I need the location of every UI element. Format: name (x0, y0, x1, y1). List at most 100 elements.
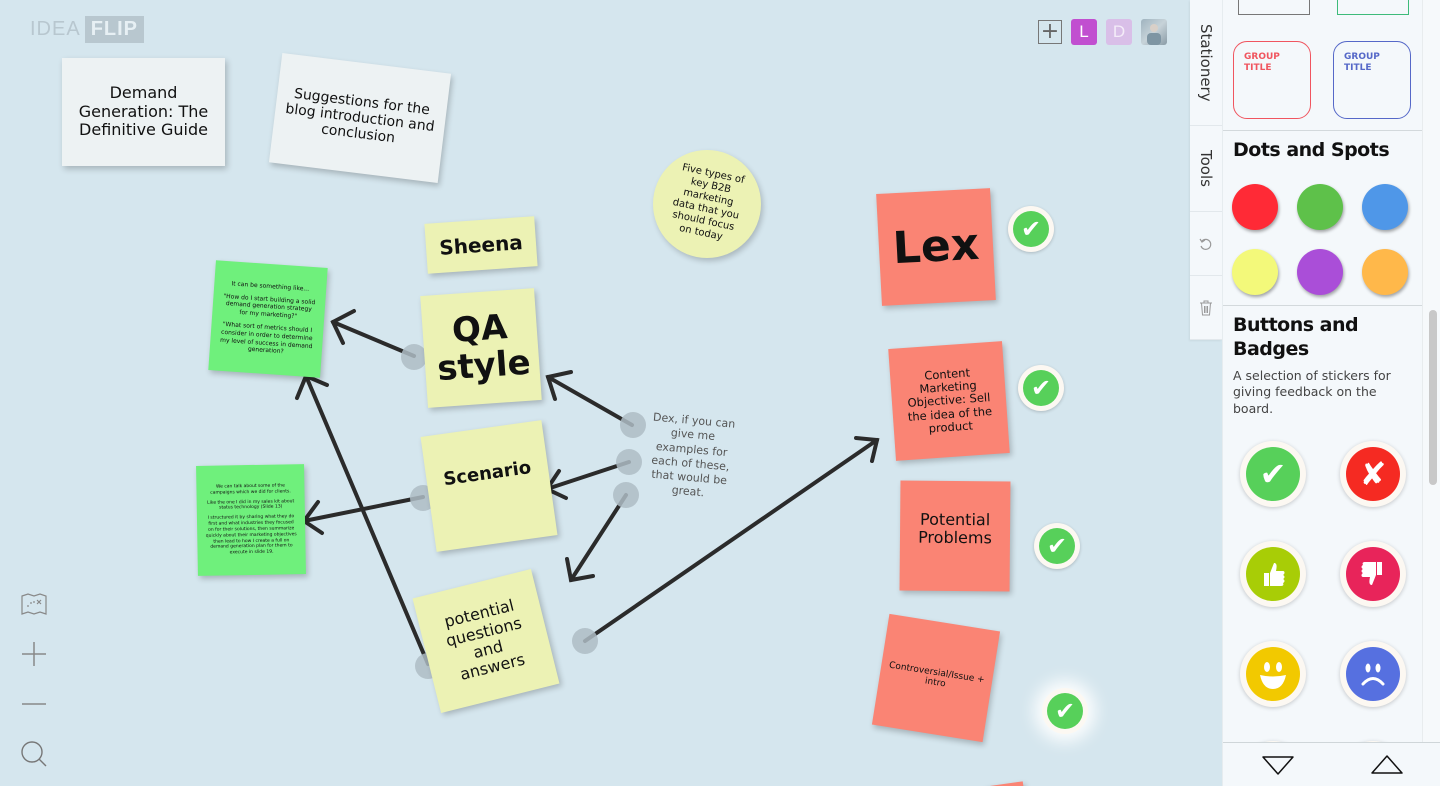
user-photo-icon (1147, 24, 1161, 45)
note-scenario[interactable]: Scenario (420, 420, 558, 552)
map-button[interactable] (20, 590, 48, 618)
arrow-potential-to-green1[interactable] (304, 374, 430, 666)
stationery-section: GROUP TITLE GROUP TITLE (1223, 0, 1423, 131)
sticker-thumbs-down[interactable] (1340, 541, 1406, 607)
comment-text: Dex, if you can give me examples for eac… (650, 410, 736, 500)
dot-blue[interactable] (1362, 184, 1408, 230)
note-text: potential questions and answers (442, 595, 527, 685)
note-text: Sheena (438, 229, 524, 260)
cross-icon: ✘ (1346, 447, 1400, 501)
check-badge[interactable]: ✔ (1008, 206, 1054, 252)
arrow-dex-to-potential[interactable] (569, 493, 628, 582)
zoom-out-button[interactable] (20, 690, 48, 718)
connector-dot[interactable] (613, 482, 639, 508)
happy-face-icon (1246, 647, 1300, 701)
plus-icon: + (1040, 19, 1060, 44)
arrow-content-head (854, 436, 880, 463)
note-text-line: "What sort of metrics should I consider … (219, 320, 313, 356)
trash-icon (1200, 300, 1212, 315)
avatar-initial: D (1112, 22, 1126, 41)
sticker-sad[interactable] (1340, 641, 1406, 707)
check-badge[interactable]: ✔ (1034, 523, 1080, 569)
note-text: Five types of key B2B marketing data tha… (671, 162, 746, 243)
sticker-check[interactable]: ✔ (1240, 441, 1306, 507)
sidebar-tabs: Stationery Tools (1190, 0, 1222, 340)
note-five-types[interactable]: Five types of key B2B marketing data tha… (653, 150, 761, 258)
search-button[interactable] (20, 740, 48, 768)
note-qa-style[interactable]: QA style (420, 288, 542, 408)
note-potential-qa[interactable]: potential questions and answers (412, 568, 560, 714)
avatar-photo[interactable] (1141, 19, 1167, 45)
tab-tools[interactable]: Tools (1190, 126, 1222, 212)
board-toolbar: + L D (1038, 19, 1167, 45)
tab-label: Tools (1197, 150, 1215, 187)
sticker-info[interactable] (1240, 741, 1306, 742)
sticker-happy[interactable] (1240, 641, 1306, 707)
avatar-l[interactable]: L (1071, 19, 1097, 45)
group-blue[interactable]: GROUP TITLE (1333, 41, 1411, 119)
scroll-down-button[interactable] (1258, 751, 1298, 779)
note-suggestions[interactable]: Suggestions for the blog introduction an… (268, 53, 452, 183)
note-controversial[interactable]: Controversial/Issue + intro (871, 613, 1001, 743)
check-badge[interactable]: ✔ (1042, 688, 1088, 734)
tab-label: Stationery (1197, 23, 1215, 102)
frame-gray[interactable] (1238, 0, 1310, 15)
comment-dex[interactable]: Dex, if you can give me examples for eac… (640, 410, 741, 504)
note-green-example-questions[interactable]: It can be something like... "How do I st… (208, 260, 328, 378)
note-partial-offscreen[interactable] (983, 781, 1027, 786)
note-lex[interactable]: Lex (876, 188, 996, 306)
dots-section: Dots and Spots (1223, 139, 1423, 306)
stationery-panel: GROUP TITLE GROUP TITLE Dots and Spots B… (1222, 0, 1440, 786)
undo-button[interactable] (1190, 212, 1222, 276)
whiteboard-canvas[interactable]: IDEA FLIP (0, 0, 1190, 786)
connector-dot[interactable] (572, 628, 598, 654)
connector-dot[interactable] (401, 344, 427, 370)
note-sheena[interactable]: Sheena (424, 216, 538, 274)
note-green-campaigns[interactable]: We can talk about some of the campaigns … (196, 464, 306, 576)
panel-footer (1223, 742, 1440, 786)
dot-green[interactable] (1297, 184, 1343, 230)
thumbs-up-icon (1246, 547, 1300, 601)
checkmark-icon: ✔ (1013, 211, 1049, 247)
delete-button[interactable] (1190, 276, 1222, 340)
zoom-in-button[interactable] (20, 640, 48, 668)
note-text: Lex (891, 218, 981, 274)
dot-orange[interactable] (1362, 249, 1408, 295)
checkmark-icon: ✔ (1023, 370, 1059, 406)
arrow-dex-to-qa[interactable] (546, 375, 634, 427)
note-text-line: "How do I start building a solid demand … (223, 292, 316, 321)
section-description: A selection of stickers for giving feedb… (1233, 367, 1391, 417)
note-content-objective[interactable]: Content Marketing Objective: Sell the id… (888, 341, 1010, 461)
logo-text-idea: IDEA (30, 18, 81, 40)
panel-scroll-track[interactable] (1422, 0, 1440, 742)
group-red[interactable]: GROUP TITLE (1233, 41, 1311, 119)
note-text: QA style (435, 306, 532, 390)
dot-yellow[interactable] (1232, 249, 1278, 295)
scroll-up-button[interactable] (1367, 751, 1407, 779)
note-text-line: We can talk about some of the campaigns … (210, 483, 291, 496)
check-badge[interactable]: ✔ (1018, 365, 1064, 411)
avatar-d[interactable]: D (1106, 19, 1132, 45)
tab-stationery[interactable]: Stationery (1190, 0, 1222, 126)
note-text: Potential Problems (918, 509, 992, 548)
checkmark-icon: ✔ (1246, 447, 1300, 501)
add-user-button[interactable]: + (1038, 20, 1062, 44)
panel-scrollbar[interactable] (1429, 310, 1437, 485)
connector-dot[interactable] (620, 412, 646, 438)
dot-red[interactable] (1232, 184, 1278, 230)
undo-icon (1199, 238, 1212, 250)
sticker-thumbs-up[interactable] (1240, 541, 1306, 607)
note-potential-problems[interactable]: Potential Problems (899, 480, 1011, 592)
sticker-alert[interactable] (1340, 741, 1406, 742)
note-text: Controversial/Issue + intro (888, 660, 986, 690)
note-demand-generation[interactable]: Demand Generation: The Definitive Guide (62, 58, 225, 166)
dot-purple[interactable] (1297, 249, 1343, 295)
connector-dot[interactable] (616, 449, 642, 475)
frame-green[interactable] (1337, 0, 1409, 15)
note-text-line: Like the one I did in my sales kit about… (207, 498, 295, 511)
arrow-scenario-to-green2[interactable] (302, 495, 425, 523)
sticker-cross[interactable]: ✘ (1340, 441, 1406, 507)
ideaflip-logo: IDEA FLIP (30, 16, 145, 43)
note-text-line: I structured it by sharing what they do … (205, 514, 297, 556)
arrow-qa-head (330, 309, 356, 345)
